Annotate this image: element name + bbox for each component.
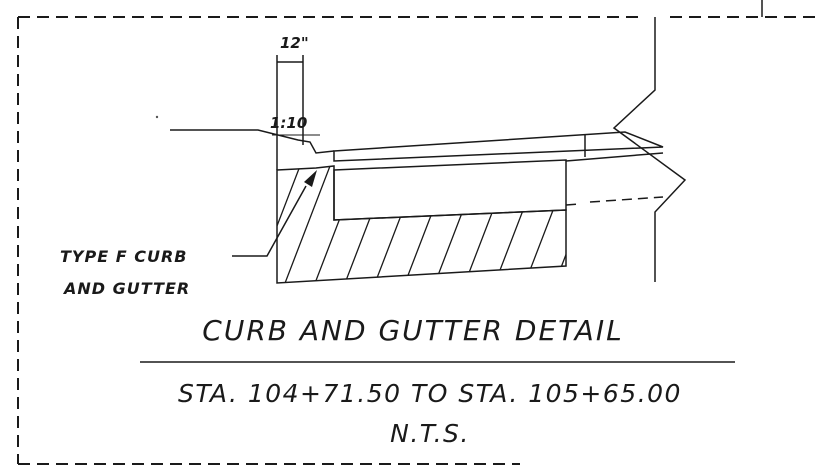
curb-outline <box>276 165 567 284</box>
dimension-label: 12" <box>280 34 309 52</box>
callout-label-line2: AND GUTTER <box>62 279 190 298</box>
section-break <box>612 17 687 282</box>
pavement-surface-course <box>333 131 664 162</box>
break-line <box>612 17 687 282</box>
subgrade-dashed-line <box>589 196 664 203</box>
callout-label-line1: TYPE F CURB <box>60 247 187 266</box>
slope-label: 1:10 <box>270 114 307 132</box>
leader-line <box>232 185 307 257</box>
station-range: STA. 104+71.50 TO STA. 105+65.00 <box>178 379 682 408</box>
pavement-section <box>333 131 664 221</box>
scale-note: N.T.S. <box>390 419 470 448</box>
leader-arrowhead <box>304 170 317 187</box>
callout-leader <box>232 170 317 257</box>
curb-gutter-body <box>276 165 567 284</box>
ground-profile <box>170 129 335 154</box>
base-extension-bottom <box>565 203 581 206</box>
base-extension-top <box>565 152 664 162</box>
detail-title: CURB AND GUTTER DETAIL <box>202 314 623 347</box>
dimension-12-inch <box>276 55 304 170</box>
sheet-border <box>17 16 817 465</box>
ground-line <box>170 129 335 154</box>
stray-mark <box>155 115 159 119</box>
